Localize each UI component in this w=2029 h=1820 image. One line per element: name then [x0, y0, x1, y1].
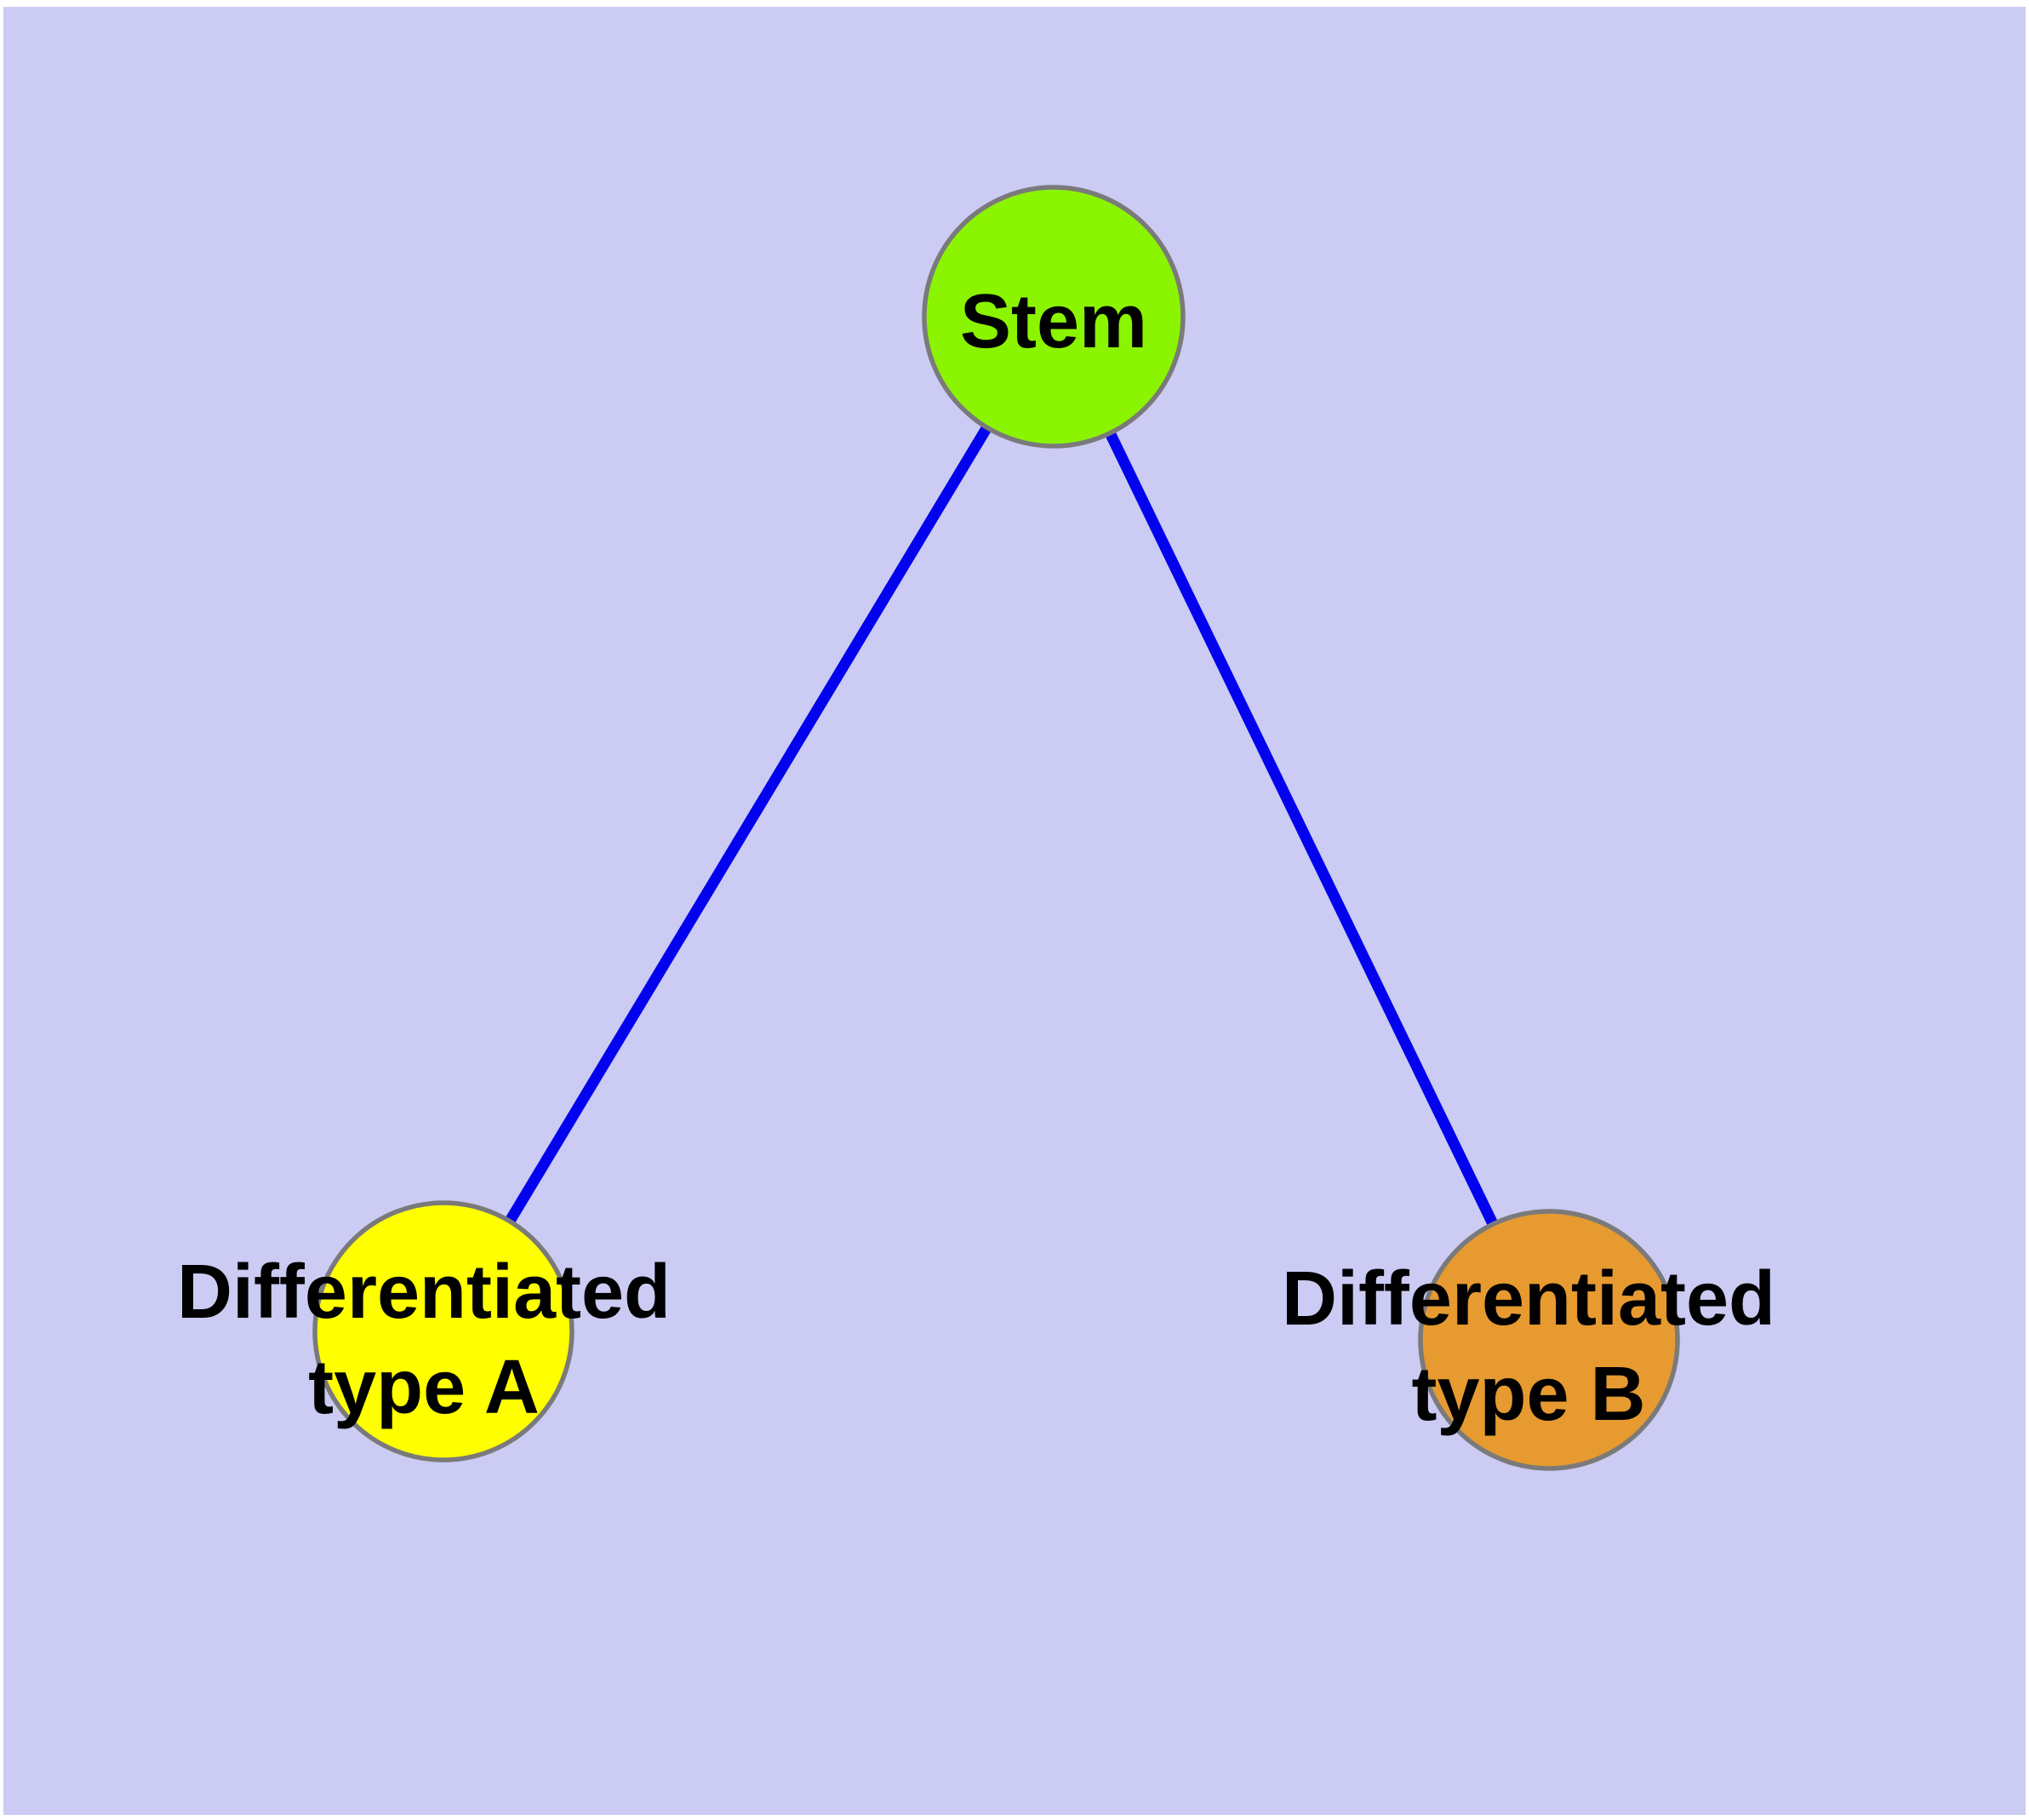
- node-type-b-label-line2: type B: [1411, 1352, 1645, 1437]
- node-stem-label: Stem: [960, 279, 1147, 364]
- edge-stem-to-type-a: [438, 313, 1059, 1335]
- edge-stem-to-type-b: [1049, 314, 1554, 1342]
- node-type-a-label-line2: type A: [308, 1345, 540, 1430]
- node-stem: [922, 185, 1186, 449]
- node-differentiated-type-b: [1418, 1209, 1680, 1471]
- node-differentiated-type-a: [312, 1200, 574, 1462]
- node-type-a-label-line1: Differentiated: [177, 1250, 671, 1335]
- node-type-b-label-line1: Differentiated: [1282, 1256, 1775, 1342]
